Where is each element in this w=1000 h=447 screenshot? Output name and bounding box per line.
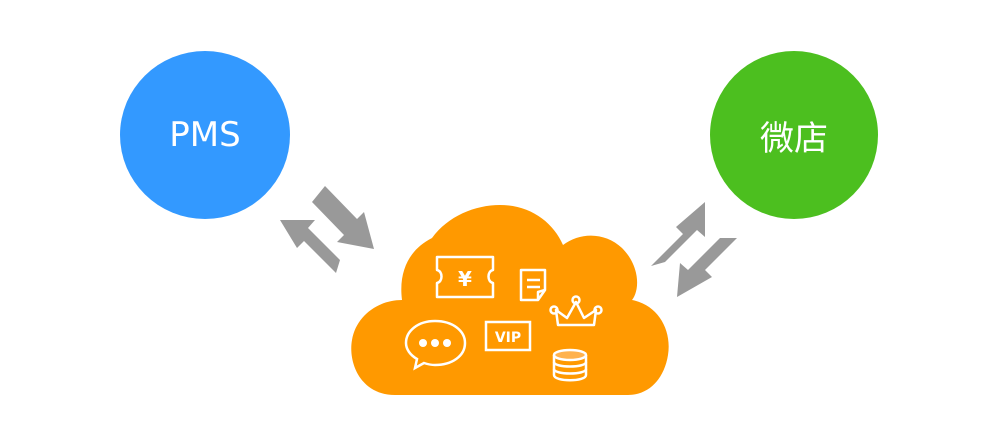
cloud-hub	[351, 205, 669, 395]
arrow-to-hub-icon	[312, 186, 374, 249]
vip-text: VIP	[495, 330, 521, 346]
weidian-node: 微店	[710, 51, 878, 219]
crown-icon	[549, 295, 603, 327]
pms-label: PMS	[169, 115, 241, 155]
pms-node: PMS	[120, 51, 290, 219]
pms-hub-sync-arrows	[280, 186, 374, 273]
ticket-yen-text: ¥	[458, 267, 472, 291]
shop-hub-sync-arrows	[651, 202, 737, 297]
arrow-to-pms-icon	[280, 220, 340, 273]
arrow-to-hub-right-icon	[677, 238, 737, 297]
vip-card-icon: VIP	[484, 320, 532, 352]
document-icon	[519, 268, 547, 302]
ticket-yen-icon: ¥	[435, 255, 495, 299]
coins-stack-icon	[552, 348, 588, 382]
weidian-label: 微店	[760, 118, 828, 159]
chat-bubble-icon	[404, 319, 467, 371]
arrow-to-shop-icon	[651, 202, 705, 266]
